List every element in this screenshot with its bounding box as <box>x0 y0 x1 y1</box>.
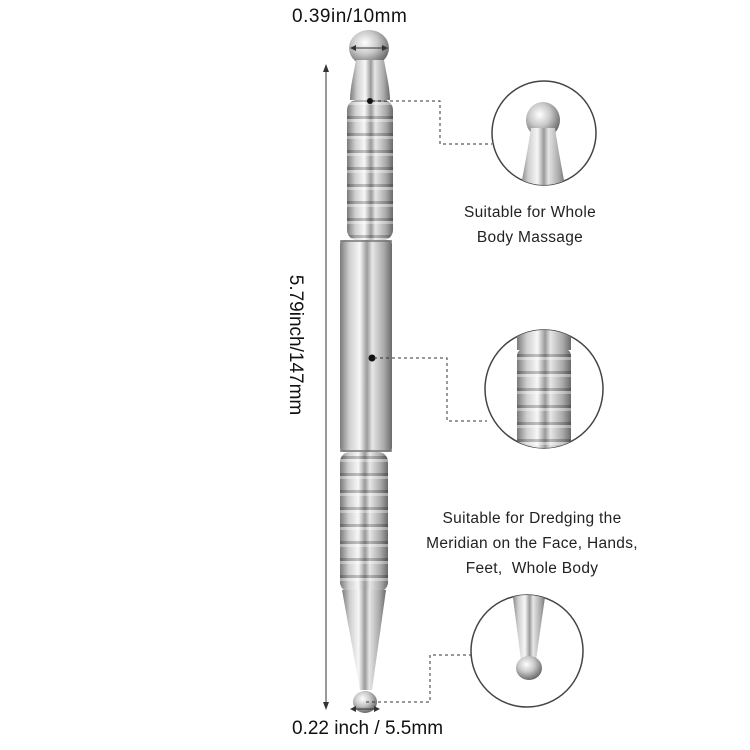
length-label: 5.79inch/147mm <box>285 274 306 416</box>
callout-line: Suitable for Dredging the <box>442 510 622 527</box>
marker-dot-head <box>367 98 373 104</box>
smooth-shaft <box>340 240 392 452</box>
callout-whole-body: Suitable for Whole Body Massage <box>430 200 630 250</box>
head-diameter-label: 0.39in/10mm <box>292 6 408 27</box>
detail-circle-tip <box>470 594 584 708</box>
tip-ball <box>353 691 377 713</box>
detail-circle-grip <box>484 329 604 449</box>
callout-meridian: Suitable for Dredging the Meridian on th… <box>392 506 672 581</box>
tip-diameter-label: 0.22 inch / 5.5mm <box>292 718 444 739</box>
callout-line: Meridian on the Face, Hands, <box>426 535 638 552</box>
detail-circle-head <box>491 80 597 186</box>
head-neck <box>350 60 390 100</box>
leader-lines <box>366 100 492 703</box>
dimension-lines <box>323 45 388 712</box>
marker-dot-shaft <box>368 354 376 362</box>
callout-line: Feet, Whole Body <box>465 560 599 577</box>
callout-line: Suitable for Whole <box>463 204 597 221</box>
length-label-wrap: 5.79inch/147mm <box>280 210 310 480</box>
callout-line: Body Massage <box>476 229 584 246</box>
tapered-tip <box>342 590 386 690</box>
massage-stick <box>340 30 393 713</box>
